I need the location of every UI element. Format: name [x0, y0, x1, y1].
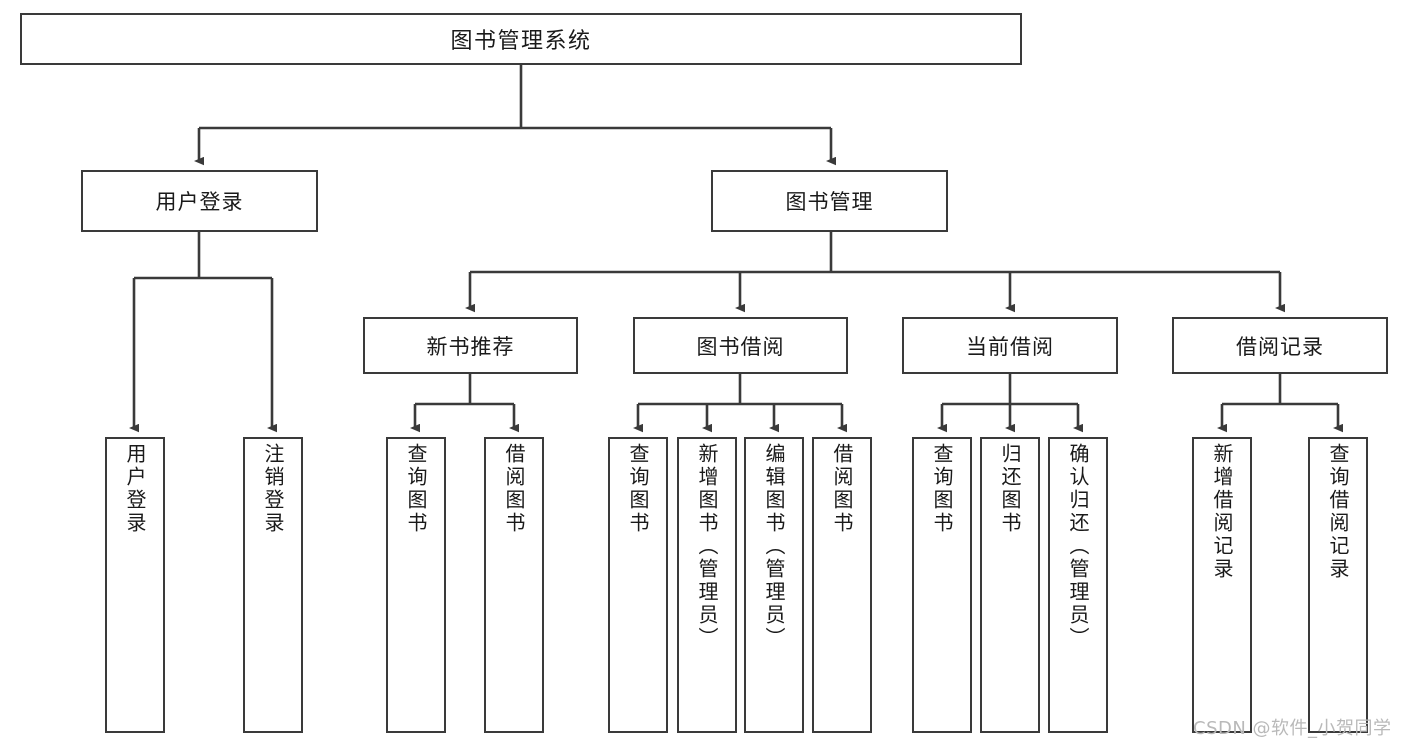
- leaf-user-login-login[interactable]: 用户登录: [105, 437, 165, 733]
- node-label: 借阅图书: [502, 443, 526, 535]
- leaf-current-borrow-confirm[interactable]: 确认归还（管理员）: [1048, 437, 1108, 733]
- node-label: 用户登录: [155, 190, 244, 214]
- node-label: 用户登录: [123, 443, 147, 535]
- node-label: 查询图书: [626, 443, 650, 535]
- node-root-system[interactable]: 图书管理系统: [20, 13, 1022, 65]
- leaf-new-book-borrow[interactable]: 借阅图书: [484, 437, 544, 733]
- node-borrow-record[interactable]: 借阅记录: [1172, 317, 1388, 374]
- node-label: 新书推荐: [426, 334, 515, 359]
- node-new-book-recommend[interactable]: 新书推荐: [363, 317, 578, 374]
- leaf-book-borrow-borrow[interactable]: 借阅图书: [812, 437, 872, 733]
- node-book-management[interactable]: 图书管理: [711, 170, 948, 232]
- leaf-book-borrow-edit[interactable]: 编辑图书（管理员）: [744, 437, 804, 733]
- node-label: 图书借阅: [696, 334, 785, 359]
- node-label: 图书管理: [785, 190, 874, 214]
- leaf-book-borrow-query[interactable]: 查询图书: [608, 437, 668, 733]
- leaf-borrow-record-add[interactable]: 新增借阅记录: [1192, 437, 1252, 733]
- node-label: 新增借阅记录: [1210, 443, 1234, 581]
- node-label: 归还图书: [998, 443, 1022, 535]
- node-label: 查询借阅记录: [1326, 443, 1350, 581]
- node-label: 编辑图书（管理员）: [762, 443, 786, 650]
- node-label: 当前借阅: [966, 334, 1054, 359]
- node-label: 借阅图书: [830, 443, 854, 535]
- leaf-borrow-record-query[interactable]: 查询借阅记录: [1308, 437, 1368, 733]
- leaf-book-borrow-add[interactable]: 新增图书（管理员）: [677, 437, 737, 733]
- leaf-new-book-query[interactable]: 查询图书: [386, 437, 446, 733]
- node-book-borrow[interactable]: 图书借阅: [633, 317, 848, 374]
- leaf-current-borrow-query[interactable]: 查询图书: [912, 437, 972, 733]
- node-label: 确认归还（管理员）: [1066, 443, 1090, 650]
- node-label: 借阅记录: [1236, 334, 1324, 359]
- node-label: 新增图书（管理员）: [695, 443, 719, 650]
- node-label: 注销登录: [261, 443, 285, 535]
- node-label: 查询图书: [404, 443, 428, 535]
- leaf-user-login-logout[interactable]: 注销登录: [243, 437, 303, 733]
- csdn-watermark: CSDN @软件_小贺同学: [1193, 718, 1392, 739]
- node-label: 图书管理系统: [450, 29, 592, 54]
- leaf-current-borrow-return[interactable]: 归还图书: [980, 437, 1040, 733]
- node-current-borrow[interactable]: 当前借阅: [902, 317, 1118, 374]
- node-label: 查询图书: [930, 443, 954, 535]
- node-user-login[interactable]: 用户登录: [81, 170, 318, 232]
